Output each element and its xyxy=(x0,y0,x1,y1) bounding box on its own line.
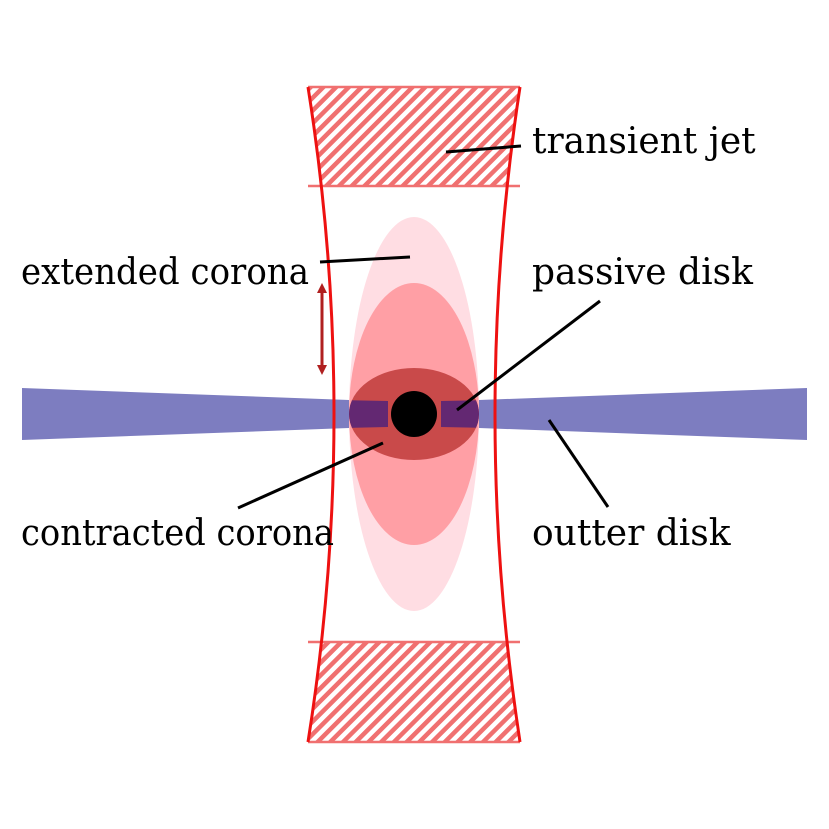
outer-disk-right xyxy=(479,388,807,440)
passive-disk-right xyxy=(441,400,479,428)
passive-disk-left xyxy=(349,400,388,428)
label-passive-disk: passive disk xyxy=(532,252,754,293)
label-extended-corona: extended corona xyxy=(21,252,309,293)
leader-transient-jet xyxy=(445,144,522,154)
jet-outline-left xyxy=(306,86,336,743)
leader-contracted-corona xyxy=(237,441,384,510)
black-hole xyxy=(391,391,437,437)
jet-top-hatch xyxy=(308,87,520,186)
leader-outer-disk xyxy=(547,419,610,508)
leader-lines xyxy=(237,144,610,510)
leader-extended-corona xyxy=(319,255,411,264)
leader-passive-disk xyxy=(456,299,601,412)
jet-bottom-hatch xyxy=(308,642,520,742)
label-outer-disk: outter disk xyxy=(532,513,732,554)
jet-outline-right xyxy=(493,86,522,743)
outer-disk-left xyxy=(22,388,349,440)
label-contracted-corona: contracted corona xyxy=(21,513,334,554)
label-transient-jet: transient jet xyxy=(532,121,756,162)
